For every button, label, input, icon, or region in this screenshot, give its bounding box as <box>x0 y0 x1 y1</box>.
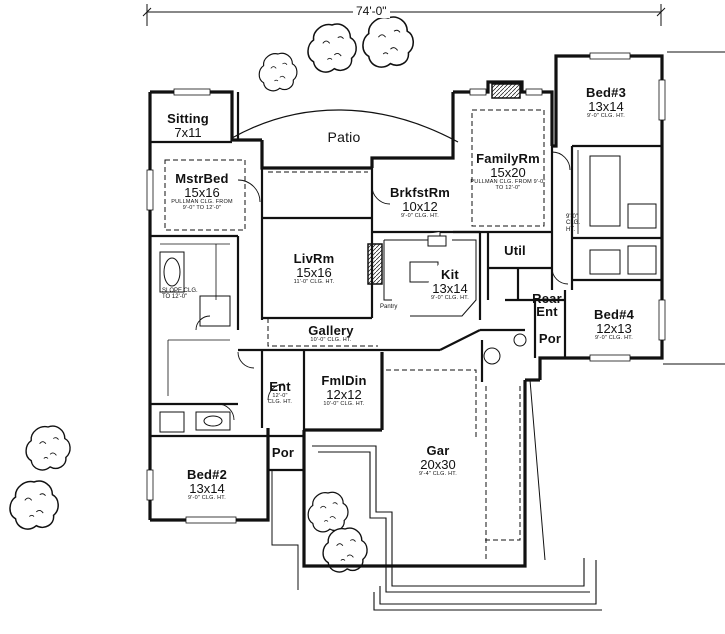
room-ceiling-note: 9'-0" CLG. HT. <box>595 335 633 341</box>
pantry-label: Pantry <box>380 304 398 310</box>
room-bed3: Bed#3 13x14 9'-0" CLG. HT. <box>586 86 626 120</box>
room-livrm: LivRm 15x16 11'-0" CLG. HT. <box>294 252 335 286</box>
room-name: Gallery <box>308 323 354 338</box>
door-swings <box>195 151 571 421</box>
room-name: Rear Ent <box>532 291 562 319</box>
garage-outer-lines <box>312 445 602 611</box>
room-name: Bed#3 <box>585 85 627 100</box>
ceiling-dashed-lines <box>164 109 545 560</box>
windows <box>146 52 666 524</box>
overall-dimension-line <box>142 4 666 26</box>
room-name: Kit <box>441 267 459 282</box>
room-por-rear: Por <box>539 332 561 345</box>
room-bed2: Bed#2 13x14 9'-0" CLG. HT. <box>187 468 227 502</box>
patio-outline <box>231 109 459 143</box>
room-ceiling-note: 9'-0" CLG. HT. <box>587 113 625 119</box>
room-name: Bed#4 <box>593 307 635 322</box>
room-ceiling-note: PULLMAN CLG. FROM 9'-0" TO 12'-0" <box>171 199 233 211</box>
room-name: MstrBed <box>175 171 229 186</box>
room-size: 13x14 <box>588 99 624 114</box>
room-name: FmlDin <box>321 373 367 388</box>
room-name: Por <box>538 331 562 346</box>
room-size: 13x14 <box>432 281 468 296</box>
kitchen-counters <box>383 232 477 317</box>
room-util: Util <box>504 244 526 257</box>
room-gar: Gar 20x30 9'-4" CLG. HT. <box>419 444 457 478</box>
room-name: BrkfstRm <box>389 185 451 200</box>
room-name: Sitting <box>167 111 209 126</box>
room-size: 15x20 <box>490 165 526 180</box>
room-size: 13x14 <box>189 481 225 496</box>
hall-ceiling-note: 9'-0" CLG. HT. <box>566 214 581 233</box>
room-fmldin: FmlDin 12x12 10'-0" CLG. HT. <box>321 374 366 408</box>
lot-lines <box>271 51 725 590</box>
room-size: 15x16 <box>296 265 332 280</box>
room-name: Util <box>504 243 526 258</box>
room-por-front: Por <box>272 446 294 459</box>
room-size: 7x11 <box>174 125 202 140</box>
room-ceiling-note: 9'-0" CLG. HT. <box>401 213 439 219</box>
room-size: 10x12 <box>402 199 438 214</box>
tree-cluster-top <box>258 16 415 92</box>
room-familyrm: FamilyRm 15x20 PULLMAN CLG. FROM 9'-0" T… <box>470 152 546 191</box>
room-size: 15x16 <box>184 185 220 200</box>
slope-ceiling-note: SLOPE CLG. TO 12'-0" <box>162 288 198 301</box>
room-name: LivRm <box>293 251 335 266</box>
room-name: Ent <box>269 379 291 394</box>
room-name: Gar <box>426 443 450 458</box>
room-ceiling-note: PULLMAN CLG. FROM 9'-0" TO 12'-0" <box>470 179 546 191</box>
room-ceiling-note: 11'-0" CLG. HT. <box>293 279 335 285</box>
tree-cluster-left <box>9 425 71 530</box>
room-brkfstrm: BrkfstRm 10x12 9'-0" CLG. HT. <box>390 186 450 220</box>
room-name: Patio <box>327 129 361 145</box>
room-kit: Kit 13x14 9'-0" CLG. HT. <box>431 268 469 302</box>
room-sitting: Sitting 7x11 <box>167 112 209 139</box>
room-name: Por <box>271 445 295 460</box>
room-size: 12x13 <box>596 321 632 336</box>
room-ceiling-note: 10'-0" CLG. HT. <box>323 401 365 407</box>
room-ceiling-note: 10'-0" CLG. HT. <box>310 337 352 343</box>
room-ceiling-note: 9'-4" CLG. HT. <box>419 471 457 477</box>
interior-walls <box>150 92 662 472</box>
room-size: 20x30 <box>420 457 456 472</box>
room-ent: Ent 12'-0" CLG. HT. <box>267 380 293 405</box>
bath-fixtures <box>159 155 657 433</box>
room-gallery: Gallery 10'-0" CLG. HT. <box>308 324 354 344</box>
room-bed4: Bed#4 12x13 9'-0" CLG. HT. <box>594 308 634 342</box>
room-patio: Patio <box>328 130 361 144</box>
living-fireplace <box>367 243 383 285</box>
room-rear-ent: Rear Ent <box>530 292 564 318</box>
room-size: 12x12 <box>326 387 362 402</box>
tree-cluster-front <box>307 491 368 573</box>
room-ceiling-note: 9'-0" CLG. HT. <box>188 495 226 501</box>
room-name: FamilyRm <box>476 151 540 166</box>
room-ceiling-note: 12'-0" CLG. HT. <box>267 393 293 405</box>
room-ceiling-note: 9'-0" CLG. HT. <box>431 295 469 301</box>
closet-shelves <box>160 150 579 396</box>
family-fireplace <box>491 83 521 99</box>
room-mstrbed: MstrBed 15x16 PULLMAN CLG. FROM 9'-0" TO… <box>167 172 237 211</box>
overall-width-label: 74'-0" <box>353 4 390 18</box>
room-name: Bed#2 <box>186 467 228 482</box>
